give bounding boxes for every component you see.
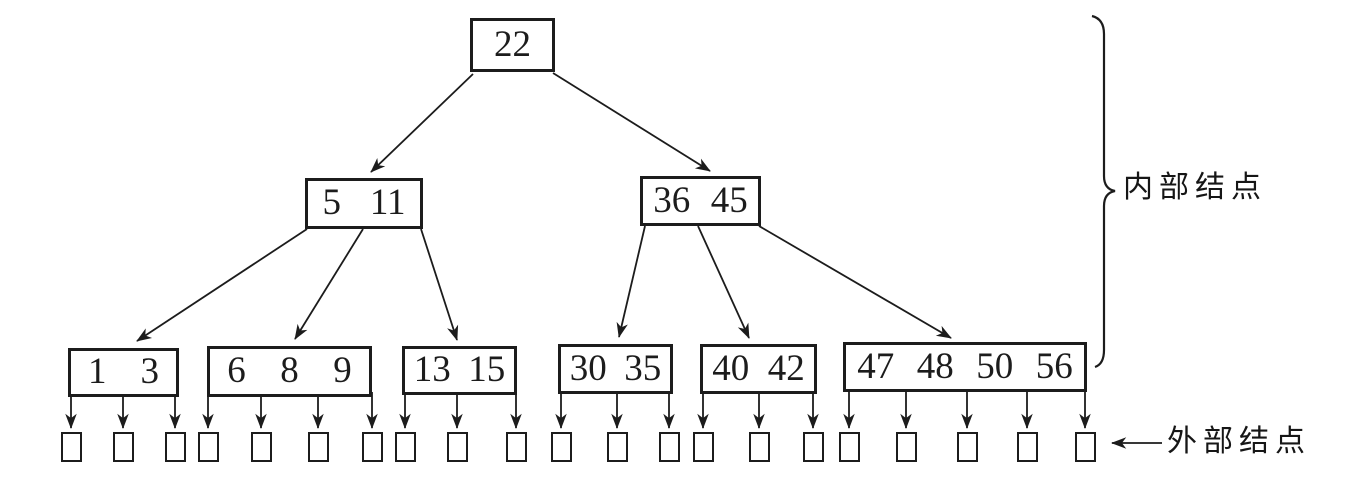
tree-node-internal-0: 5 11 (305, 178, 423, 229)
node-key: 11 (369, 182, 406, 223)
external-node (896, 432, 917, 462)
node-key: 15 (468, 349, 506, 390)
external-node (395, 432, 416, 462)
node-key: 35 (624, 347, 662, 389)
node-key: 40 (712, 347, 750, 389)
tree-node-leaf-0: 1 3 (68, 348, 179, 397)
tree-node-leaf-3: 30 35 (558, 344, 673, 394)
node-key: 47 (857, 345, 895, 387)
external-node (198, 432, 219, 462)
external-node (506, 432, 527, 462)
node-key: 48 (916, 345, 954, 387)
root-edges (370, 72, 711, 173)
external-node (551, 432, 572, 462)
external-node (839, 432, 860, 462)
external-node (803, 432, 824, 462)
external-node (61, 432, 82, 462)
tree-node-internal-1: 36 45 (640, 176, 761, 226)
node-key: 13 (413, 349, 451, 390)
external-node (693, 432, 714, 462)
external-node (362, 432, 383, 462)
tree-node-leaf-5: 47 48 50 56 (843, 342, 1087, 392)
node-key: 1 (88, 351, 107, 392)
node-key: 56 (1035, 345, 1073, 387)
node-key: 45 (710, 179, 748, 221)
external-node (1075, 432, 1096, 462)
tree-node-leaf-2: 13 15 (402, 346, 517, 395)
external-node (1017, 432, 1038, 462)
external-node (308, 432, 329, 462)
external-node (251, 432, 272, 462)
external-node (957, 432, 978, 462)
node-key: 50 (976, 345, 1014, 387)
external-node (447, 432, 468, 462)
internal-nodes-label: 内部结点 (1123, 171, 1267, 204)
external-node (749, 432, 770, 462)
node-key: 6 (227, 350, 246, 391)
node-key: 22 (494, 23, 531, 65)
tree-node-leaf-4: 40 42 (700, 344, 817, 394)
external-node (113, 432, 134, 462)
external-node (659, 432, 680, 462)
node-key: 3 (140, 351, 160, 392)
node-key: 36 (653, 179, 691, 221)
external-node (165, 432, 186, 462)
node-key: 42 (767, 347, 805, 389)
tree-node-leaf-1: 6 8 9 (207, 346, 372, 397)
internal-edges (136, 225, 952, 342)
node-key: 5 (322, 182, 341, 223)
tree-node-root: 22 (470, 18, 555, 72)
internal-nodes-brace (1091, 14, 1116, 369)
node-key: 8 (280, 350, 299, 391)
external-node (607, 432, 628, 462)
node-key: 30 (569, 347, 607, 389)
node-key: 9 (333, 350, 352, 391)
leaf-edges (65, 389, 1091, 429)
external-nodes-label: 外部结点 (1167, 425, 1311, 458)
